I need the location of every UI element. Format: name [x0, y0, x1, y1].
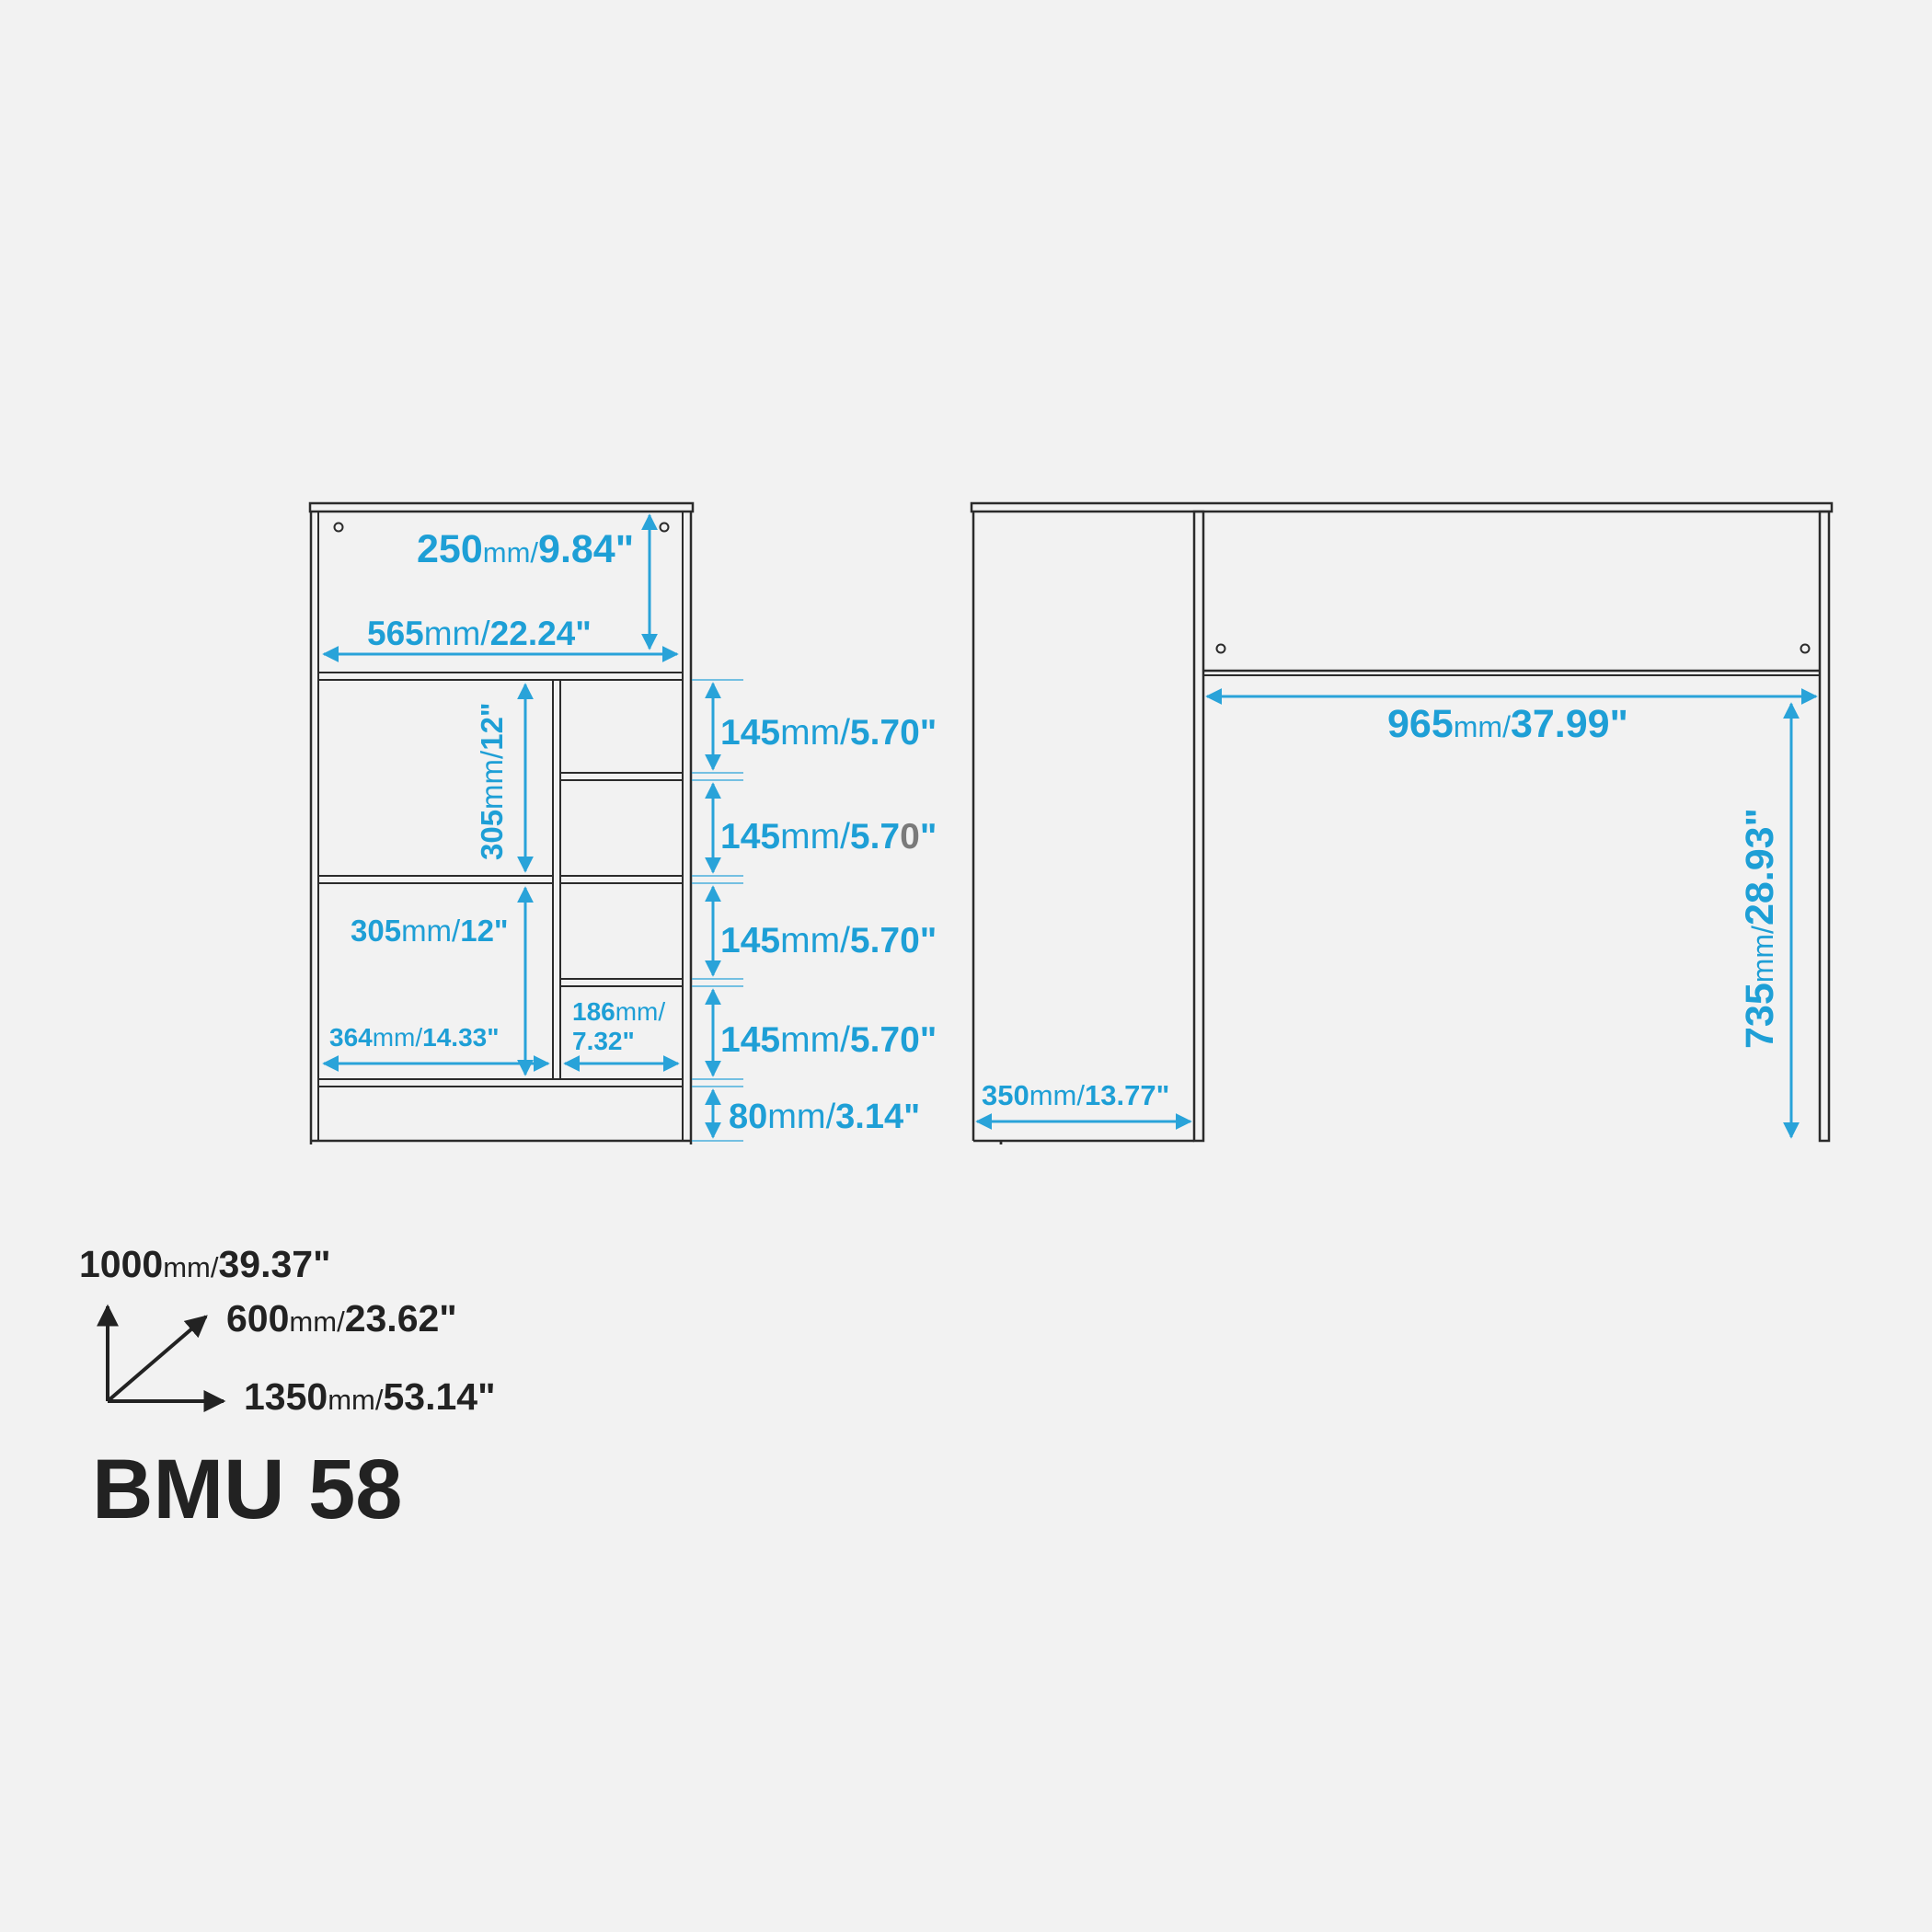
shelf-2-label: 145mm/5.70": [720, 817, 937, 857]
desk-labels: 965mm/37.99" 735mm/28.93" 350mm/13.77": [982, 702, 1782, 1111]
cabinet-front-view: [308, 501, 695, 1144]
small-shelf-1: [559, 772, 684, 781]
large-cube-width-label: 364mm/14.33": [329, 1023, 500, 1052]
depth-axis-arrow: [106, 1315, 208, 1403]
desk-right-leg: [1818, 510, 1831, 1143]
lower-cube-height-label: 305mm/12": [351, 914, 509, 948]
cabinet-dimension-arrows: [322, 513, 721, 1139]
overall-width-label: 1350mm/53.14": [244, 1375, 496, 1418]
leg-depth-label: 350mm/13.77": [982, 1079, 1169, 1111]
mount-hole-right: [659, 522, 670, 533]
small-shelf-2: [559, 875, 684, 884]
plinth-label: 80mm/3.14": [729, 1098, 920, 1136]
cabinet-divider: [552, 679, 561, 1080]
cabinet-middle-shelf: [317, 875, 554, 884]
inner-width-label: 565mm/22.24": [367, 615, 592, 652]
overall-height-label: 1000mm/39.37": [79, 1243, 331, 1285]
small-cube-width-label: 186mm/: [572, 997, 665, 1026]
knee-height-label: 735mm/28.93": [1738, 808, 1782, 1049]
overall-depth-label: 600mm/23.62": [226, 1297, 457, 1340]
top-height-label: 250mm/9.84": [417, 527, 634, 571]
cabinet-bottom-shelf: [317, 1078, 684, 1087]
desk-mount-hole-left: [1215, 643, 1226, 654]
small-cube-width-imperial: 7.32": [572, 1027, 635, 1055]
desk-mount-hole-right: [1800, 643, 1811, 654]
mount-hole-left: [333, 522, 344, 533]
desk-front-view: [970, 501, 1834, 1144]
cabinet-upper-shelf: [317, 672, 684, 681]
overall-dimensions: 1000mm/39.37" 600mm/23.62" 1350mm/53.14"…: [79, 1243, 496, 1536]
cabinet-labels: 250mm/9.84" 565mm/22.24" 305mm/12" 305mm…: [329, 527, 937, 1136]
desk-dimension-arrows: [975, 688, 1818, 1139]
desk-top: [970, 501, 1834, 513]
large-cube-height-label: 305mm/12": [475, 702, 509, 860]
shelf-4-label: 145mm/5.70": [720, 1020, 937, 1060]
knee-width-label: 965mm/37.99": [1387, 702, 1628, 746]
model-name: BMU 58: [92, 1443, 402, 1536]
desk-center-leg: [1192, 510, 1205, 1143]
small-shelf-3: [559, 978, 684, 987]
cabinet-extension-lines: [692, 679, 743, 1142]
shelf-3-label: 145mm/5.70": [720, 921, 937, 960]
cabinet-top-panel: [308, 501, 695, 513]
shelf-1-label: 145mm/5.70": [720, 713, 937, 753]
